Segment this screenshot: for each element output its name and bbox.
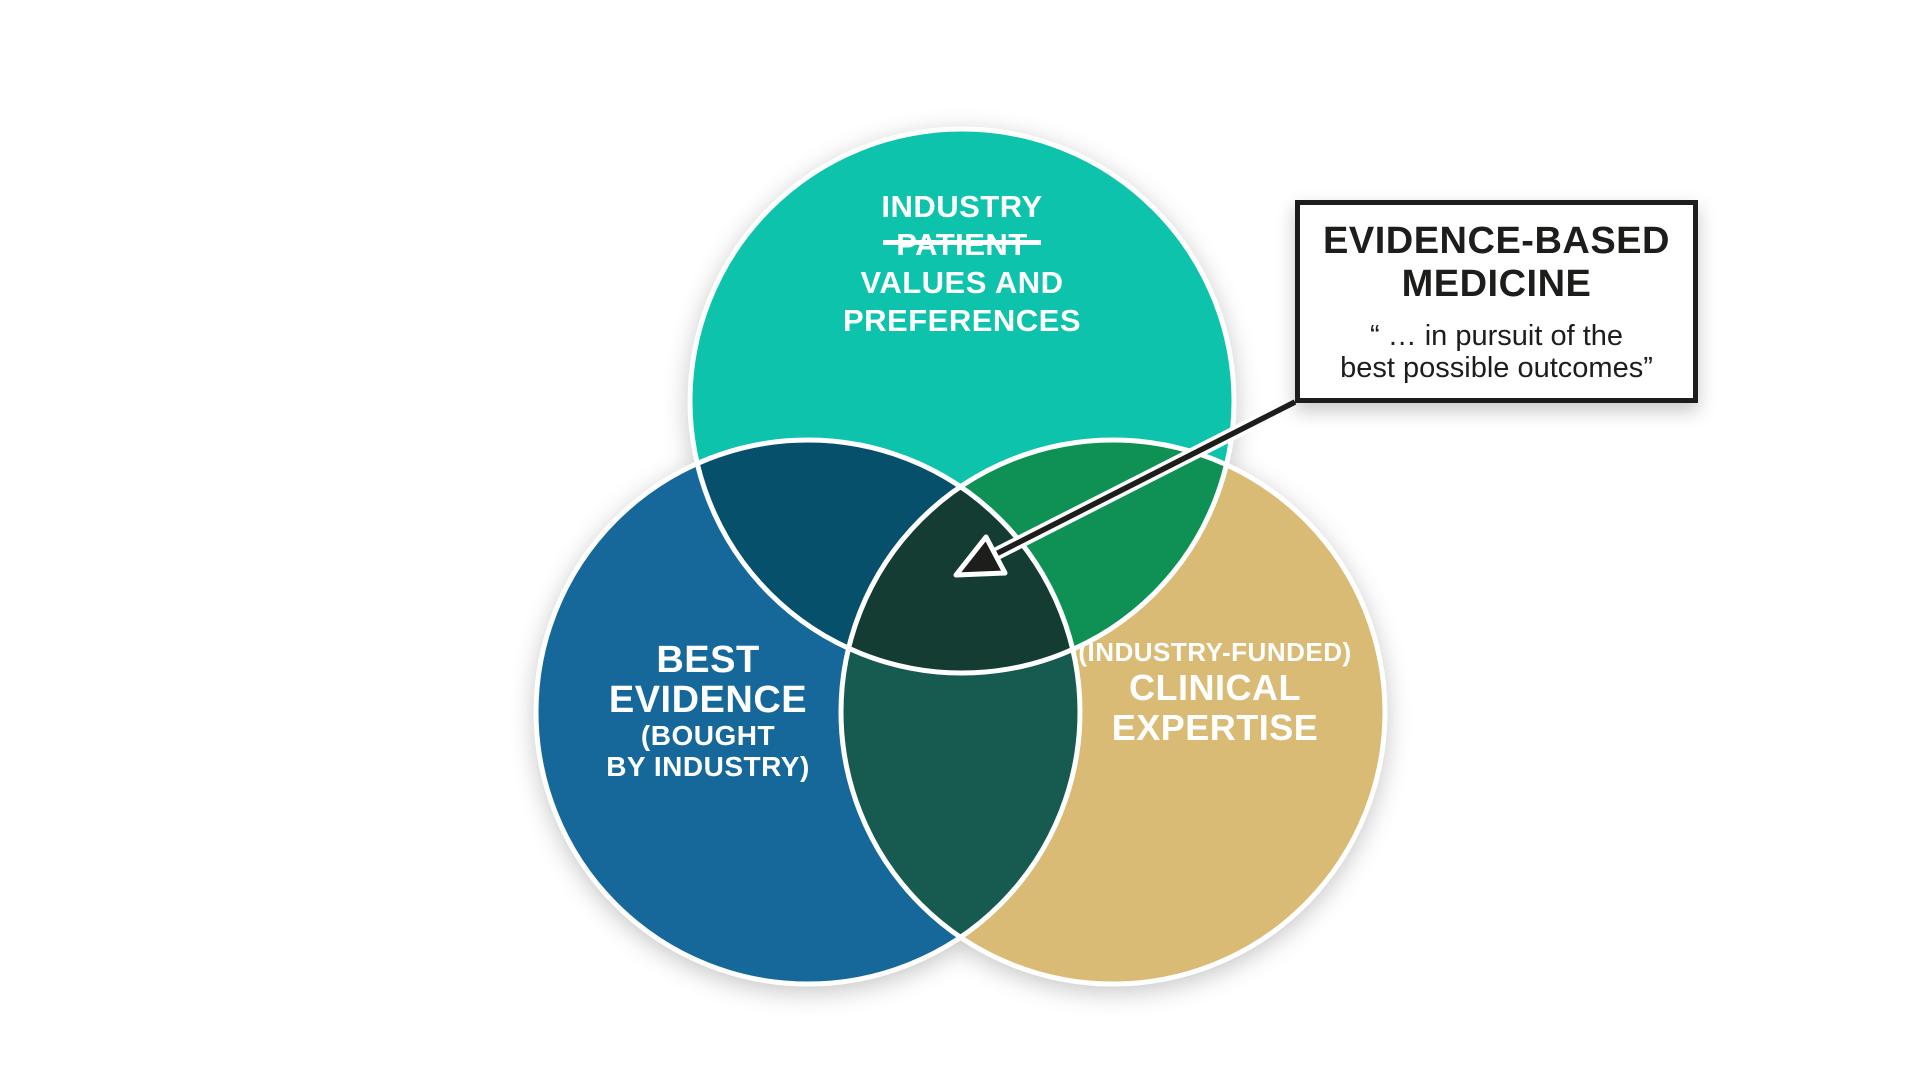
evidence-based-medicine-callout: EVIDENCE-BASED MEDICINE “ … in pursuit o… <box>1295 200 1698 403</box>
values-label-preferences: PREFERENCES <box>842 303 1082 338</box>
expertise-label-industry-funded: (INDUSTRY-FUNDED) <box>1078 637 1352 667</box>
evidence-label-bought: (BOUGHT <box>640 720 776 751</box>
evidence-circle-outline <box>533 437 1083 987</box>
expertise-circle-label: (INDUSTRY-FUNDED) CLINICAL EXPERTISE <box>995 637 1435 748</box>
callout-title-line2: MEDICINE <box>1401 262 1592 305</box>
evidence-label-best: BEST <box>656 639 760 681</box>
callout-quote-line2: best possible outcomes” <box>1340 351 1653 384</box>
values-label-patient-struck: PATIENT <box>883 227 1041 262</box>
arrow-head-icon <box>953 534 1008 578</box>
evidence-circle-label: BEST EVIDENCE (BOUGHT BY INDUSTRY) <box>508 640 908 782</box>
values-circle-label: INDUSTRY PATIENT VALUES AND PREFERENCES <box>732 188 1192 340</box>
evidence-label-by-industry: BY INDUSTRY) <box>606 751 810 782</box>
callout-title-line1: EVIDENCE-BASED <box>1323 219 1670 262</box>
callout-quote-line1: “ … in pursuit of the <box>1369 319 1624 352</box>
callout-quote: “ … in pursuit of the best possible outc… <box>1340 320 1653 384</box>
arrow-shaft <box>990 399 1297 559</box>
values-label-values-and: VALUES AND <box>860 265 1064 300</box>
expertise-label-clinical: CLINICAL <box>1129 667 1301 708</box>
values-label-industry: INDUSTRY <box>881 189 1043 224</box>
expertise-label-expertise: EXPERTISE <box>1111 707 1319 748</box>
values-circle-outline <box>687 126 1237 676</box>
values-label-patient-line: PATIENT <box>732 226 1192 264</box>
callout-arrow <box>953 395 1302 578</box>
expertise-circle-outline <box>838 437 1388 987</box>
evidence-label-evidence: EVIDENCE <box>608 679 808 721</box>
